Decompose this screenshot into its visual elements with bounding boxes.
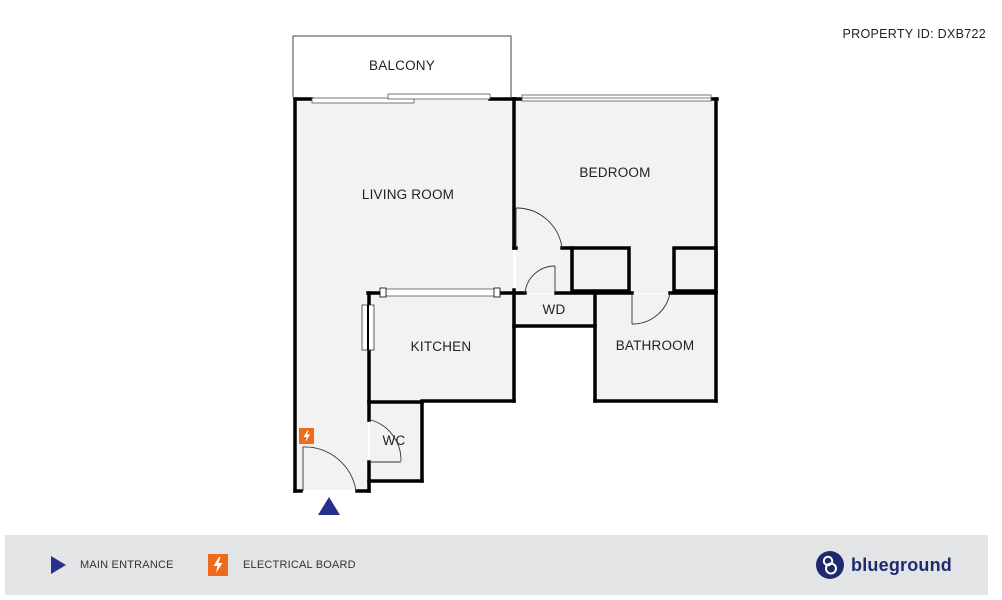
bathroom-door-swing: [631, 292, 671, 325]
kitchen-label: KITCHEN: [411, 339, 472, 354]
closet-right: [672, 246, 718, 293]
legend-bar: MAIN ENTRANCE ELECTRICAL BOARD bluegroun…: [5, 535, 988, 595]
brand: blueground: [815, 535, 952, 595]
kitchen-opening: [385, 288, 501, 297]
wd-label: WD: [543, 302, 566, 317]
living-room-floor: [296, 100, 513, 490]
lightning-bolt-icon: [303, 430, 310, 442]
windows: [311, 93, 712, 351]
main-entrance-label: MAIN ENTRANCE: [80, 559, 174, 571]
walls: [293, 97, 719, 493]
triangle-marker-icon: [51, 556, 66, 574]
balcony-outline: [292, 35, 512, 97]
wc-label: WC: [383, 433, 406, 448]
bathroom-label: BATHROOM: [616, 338, 695, 353]
kitchen-jamb-right: [493, 287, 501, 298]
floor-plan: BALCONY LIVING ROOM BEDROOM KITCHEN WD B…: [292, 35, 719, 515]
electrical-board-label: ELECTRICAL BOARD: [243, 559, 356, 571]
blueground-logo-icon: [816, 551, 845, 579]
legend-main-entrance: MAIN ENTRANCE: [51, 535, 174, 595]
closet-left: [570, 246, 631, 293]
balcony-sliding-window-b: [387, 93, 491, 100]
bedroom-label: BEDROOM: [579, 165, 650, 180]
floor-fills: [293, 36, 715, 490]
balcony-sliding-window-a: [311, 97, 415, 104]
wd-floor: [515, 294, 594, 326]
legend-electrical-board: ELECTRICAL BOARD: [208, 535, 356, 595]
wd-door-swing: [524, 265, 556, 294]
property-id: PROPERTY ID: DXB722: [842, 27, 986, 41]
main-entrance-marker: [318, 497, 340, 515]
bedroom-door-swing: [515, 207, 563, 249]
bedroom-floor: [516, 100, 715, 293]
balcony-floor: [293, 36, 511, 97]
doors: [302, 207, 671, 492]
bathroom-floor: [596, 294, 715, 400]
electrical-board-marker: [299, 428, 314, 444]
wc-door-swing: [370, 419, 402, 462]
living-room-label: LIVING ROOM: [362, 187, 454, 202]
lightning-bolt-icon: [208, 554, 228, 576]
balcony-label: BALCONY: [369, 58, 435, 73]
main-door-swing: [302, 446, 357, 492]
brand-name: blueground: [851, 554, 952, 575]
kitchen-floor: [370, 294, 513, 400]
kitchen-jamb-left: [379, 287, 387, 298]
wc-floor: [370, 402, 421, 480]
